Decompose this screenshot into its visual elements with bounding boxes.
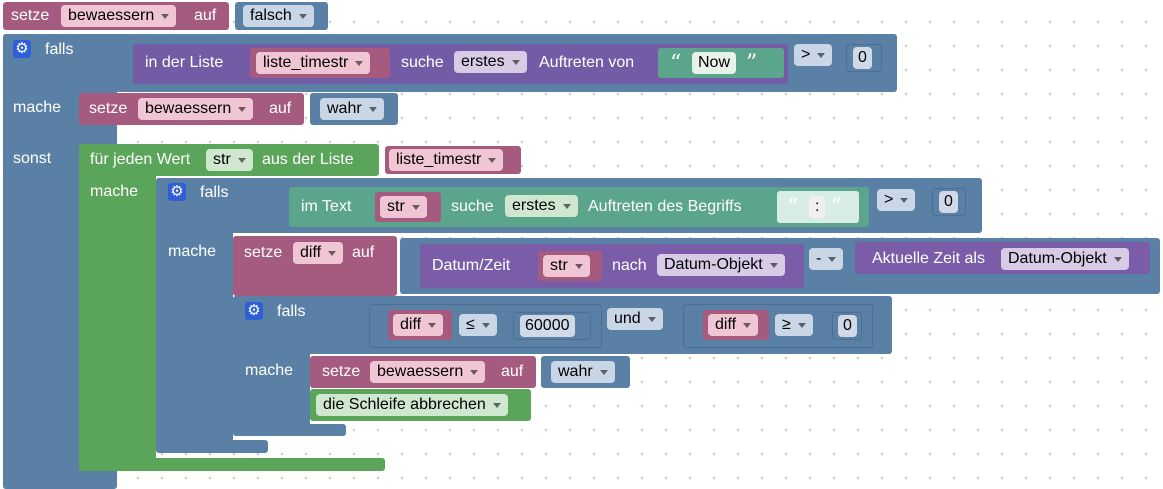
- variable-dropdown[interactable]: bewaessern: [138, 98, 254, 120]
- suche-label: suche: [451, 198, 494, 215]
- text-variable-block[interactable]: str: [375, 192, 441, 222]
- text-variable-dropdown[interactable]: str: [380, 196, 427, 218]
- variable-dropdown[interactable]: bewaessern: [61, 5, 177, 27]
- compare-operator-dropdown[interactable]: ≥: [775, 314, 813, 336]
- text-literal-block[interactable]: “ Now ”: [658, 48, 784, 78]
- number-field[interactable]: 0: [838, 315, 857, 337]
- suche-label: suche: [401, 54, 444, 71]
- in-der-liste-label: in der Liste: [145, 54, 224, 71]
- mache-label: mache: [13, 99, 62, 116]
- occurrence-dropdown[interactable]: erstes: [454, 51, 527, 73]
- falls-label: falls: [277, 303, 306, 320]
- logic-operator-dropdown[interactable]: und: [607, 308, 663, 330]
- set-diff-block[interactable]: setze diff auf: [233, 236, 397, 296]
- boolean-dropdown[interactable]: wahr: [320, 98, 384, 120]
- setze-label: setze: [89, 100, 128, 117]
- number-field[interactable]: 60000: [520, 315, 575, 337]
- setze-label: setze: [322, 363, 361, 380]
- set-bewaessern-wahr-block[interactable]: setze bewaessern auf: [79, 93, 304, 125]
- mache-label: mache: [168, 243, 217, 260]
- boolean-value-block[interactable]: wahr: [541, 356, 630, 388]
- number-block[interactable]: 0: [846, 44, 882, 72]
- diff-variable-dropdown[interactable]: diff: [708, 314, 759, 336]
- list-variable-dropdown[interactable]: liste_timestr: [389, 149, 504, 171]
- break-mode-dropdown[interactable]: die Schleife abbrechen: [316, 394, 508, 416]
- set-bewaessern-falsch-block[interactable]: setze bewaessern auf: [3, 2, 229, 30]
- boolean-dropdown[interactable]: wahr: [551, 361, 615, 383]
- falls-label: falls: [200, 184, 229, 201]
- diff-variable-block[interactable]: diff: [703, 310, 769, 340]
- falls-label: falls: [45, 41, 74, 58]
- for-each-footer: [79, 458, 385, 471]
- date-variable-block[interactable]: str: [538, 251, 602, 281]
- setze-label: setze: [244, 244, 283, 261]
- arithmetic-operator-dropdown[interactable]: -: [809, 248, 844, 270]
- auf-label: auf: [269, 100, 292, 117]
- date-type-dropdown[interactable]: Datum-Objekt: [657, 254, 785, 276]
- convert-date-block[interactable]: Datum/Zeit nach Datum-Objekt: [420, 244, 804, 288]
- innermost-if-footer: [233, 424, 346, 436]
- boolean-dropdown[interactable]: falsch: [243, 5, 314, 27]
- aus-der-liste-label: aus der Liste: [262, 151, 354, 168]
- variable-dropdown[interactable]: diff: [293, 242, 344, 264]
- setze-label: setze: [11, 7, 50, 24]
- auf-label: auf: [194, 7, 217, 24]
- close-quote-icon: ”: [746, 51, 758, 76]
- auf-label: auf: [352, 244, 375, 261]
- inner-if-footer: [156, 440, 268, 453]
- break-loop-block[interactable]: die Schleife abbrechen: [310, 389, 531, 421]
- compare-operator-dropdown[interactable]: >: [794, 44, 833, 66]
- boolean-value-block[interactable]: wahr: [310, 93, 398, 125]
- if-mache-arm: [3, 92, 79, 127]
- for-each-header[interactable]: für jeden Wert str aus der Liste: [79, 144, 379, 176]
- auftreten-des-begriffs-label: Auftreten des Begriffs: [588, 198, 742, 215]
- aktuelle-zeit-label: Aktuelle Zeit als: [872, 250, 985, 267]
- variable-dropdown[interactable]: bewaessern: [370, 361, 486, 383]
- occurrence-dropdown[interactable]: erstes: [505, 195, 578, 217]
- close-quote-icon: ”: [831, 195, 843, 220]
- mache-label: mache: [245, 362, 294, 379]
- datum-zeit-label: Datum/Zeit: [432, 257, 511, 274]
- number-field[interactable]: 0: [853, 47, 872, 69]
- for-each-loop-block[interactable]: [79, 144, 156, 471]
- text-literal-block[interactable]: “ : ”: [777, 191, 859, 223]
- diff-variable-dropdown[interactable]: diff: [393, 314, 444, 336]
- compare-operator-dropdown[interactable]: >: [877, 189, 916, 211]
- auf-label: auf: [501, 363, 524, 380]
- number-block[interactable]: 0: [932, 188, 966, 216]
- date-type-dropdown[interactable]: Datum-Objekt: [1001, 248, 1129, 270]
- text-field[interactable]: Now: [692, 52, 737, 74]
- gear-icon[interactable]: ⚙: [245, 302, 263, 320]
- open-quote-icon: “: [787, 195, 799, 220]
- list-variable-block[interactable]: liste_timestr: [250, 48, 390, 78]
- list-variable-dropdown[interactable]: liste_timestr: [256, 52, 371, 74]
- current-time-block[interactable]: Aktuelle Zeit als Datum-Objekt: [855, 242, 1150, 274]
- auftreten-von-label: Auftreten von: [539, 54, 635, 71]
- loop-mache-label: mache: [90, 183, 139, 200]
- number-block[interactable]: 0: [832, 312, 862, 340]
- diff-variable-block[interactable]: diff: [388, 310, 452, 340]
- open-quote-icon: “: [670, 51, 682, 76]
- number-field[interactable]: 0: [939, 191, 958, 213]
- set-bewaessern-wahr-block[interactable]: setze bewaessern auf: [310, 356, 536, 388]
- im-text-label: im Text: [301, 198, 352, 215]
- nach-label: nach: [612, 257, 647, 274]
- number-block[interactable]: 60000: [513, 312, 591, 340]
- date-variable-dropdown[interactable]: str: [543, 255, 590, 277]
- if-mache-divider: [3, 124, 115, 134]
- boolean-value-block[interactable]: falsch: [235, 2, 328, 30]
- gear-icon[interactable]: ⚙: [13, 40, 31, 58]
- sonst-label: sonst: [13, 150, 52, 167]
- if-sonst-arm: [3, 130, 79, 489]
- text-field[interactable]: :: [809, 196, 826, 218]
- gear-icon[interactable]: ⚙: [168, 183, 186, 201]
- compare-operator-dropdown[interactable]: ≤: [459, 314, 497, 336]
- loop-variable-dropdown[interactable]: str: [206, 149, 253, 171]
- fuer-jeden-wert-label: für jeden Wert: [90, 151, 191, 168]
- list-variable-block[interactable]: liste_timestr: [385, 146, 521, 174]
